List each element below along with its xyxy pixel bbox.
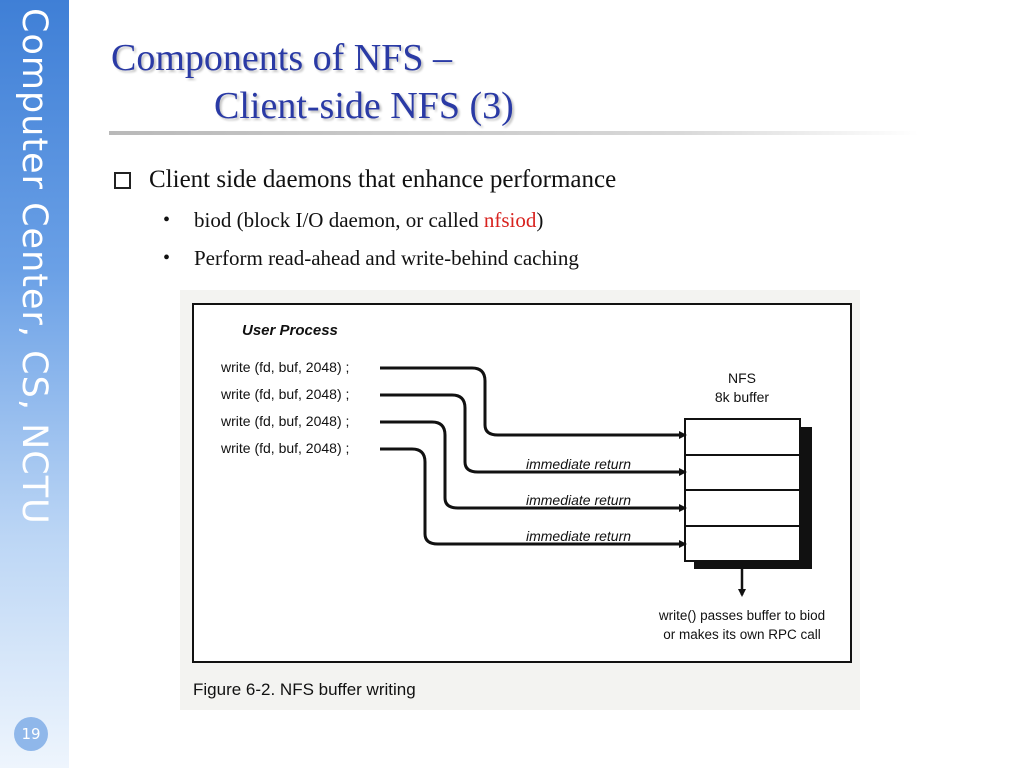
page-number: 19	[14, 717, 48, 751]
main-bullet-text: Client side daemons that enhance perform…	[149, 166, 617, 193]
nfsiod-highlight: nfsiod	[483, 208, 537, 232]
write-arrow-4	[380, 447, 687, 548]
square-bullet-icon	[114, 172, 131, 189]
immediate-return-1: immediate return	[526, 456, 631, 472]
immediate-return-3: immediate return	[526, 528, 631, 544]
bullet-dot-icon: •	[163, 209, 171, 231]
write-arrow-1	[380, 366, 687, 439]
write-arrow-3	[380, 420, 687, 512]
biod-note-line2: or makes its own RPC call	[663, 627, 821, 642]
sub-bullet-biod: biod (block I/O daemon, or called nfsiod…	[194, 208, 543, 233]
figure-caption: Figure 6-2. NFS buffer writing	[193, 680, 416, 699]
biod-note-line1: write() passes buffer to biod	[658, 608, 825, 623]
nfs-buffer-figure: User Process write (fd, buf, 2048) ; wri…	[180, 290, 860, 710]
buffer-label-line1: NFS	[728, 370, 756, 386]
sub-bullet-biod-prefix: biod (block I/O daemon, or called	[194, 208, 484, 232]
nfs-buffer-diagram: User Process write (fd, buf, 2048) ; wri…	[192, 303, 852, 699]
write-call-2: write (fd, buf, 2048) ;	[220, 386, 349, 402]
sidebar-title: Computer Center, CS, NCTU	[14, 8, 54, 525]
write-call-1: write (fd, buf, 2048) ;	[220, 359, 349, 375]
sidebar: Computer Center, CS, NCTU 19	[0, 0, 69, 768]
write-call-3: write (fd, buf, 2048) ;	[220, 413, 349, 429]
buffer-label-line2: 8k buffer	[715, 389, 770, 405]
immediate-return-2: immediate return	[526, 492, 631, 508]
slide-title-line1: Components of NFS –	[111, 37, 452, 79]
user-process-label: User Process	[242, 322, 338, 339]
write-call-4: write (fd, buf, 2048) ;	[220, 440, 349, 456]
sub-bullet-caching: Perform read-ahead and write-behind cach…	[194, 246, 579, 270]
sub-bullet-biod-suffix: )	[536, 208, 544, 232]
write-arrow-2	[380, 393, 687, 476]
bullet-dot-icon: •	[163, 247, 171, 269]
slide-title-line2: Client-side NFS (3)	[214, 85, 514, 127]
title-divider	[109, 131, 919, 135]
